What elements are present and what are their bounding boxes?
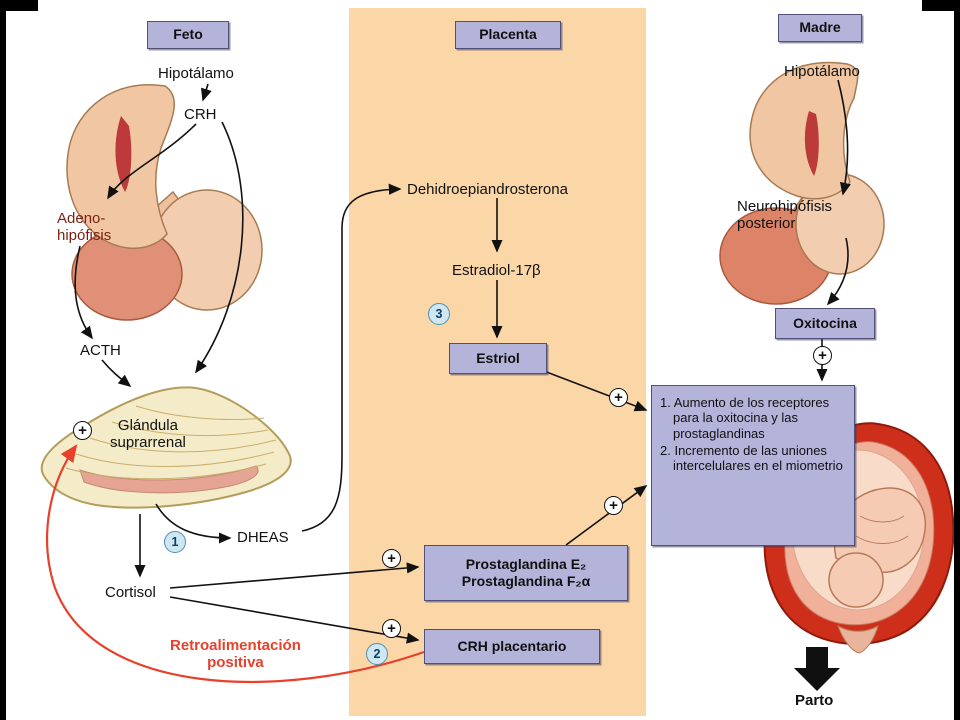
slide-edge-left bbox=[0, 0, 6, 720]
maternal-brain-illustration bbox=[719, 61, 885, 305]
neurohipofisis-label: Neurohipófisis posterior bbox=[737, 198, 833, 233]
oxitocina-box: Oxitocina bbox=[775, 308, 875, 339]
slide-edge-right bbox=[954, 0, 960, 720]
adrenal-ridge bbox=[111, 421, 269, 437]
slide-corner-top-left bbox=[0, 0, 38, 11]
plus-circle-icon: + bbox=[604, 496, 623, 515]
efectos-box: 1. Aumento de los receptores para la oxi… bbox=[651, 385, 855, 546]
crh-placentario-label: CRH placentario bbox=[457, 637, 567, 654]
step-badge-2: 2 bbox=[366, 643, 388, 665]
header-madre: Madre bbox=[778, 14, 862, 42]
step-badge-1: 1 bbox=[164, 531, 186, 553]
adrenal-gland-illustration bbox=[40, 386, 292, 509]
feto-hipotalamo-label: Hipotálamo bbox=[158, 65, 234, 82]
header-placenta-label: Placenta bbox=[479, 26, 537, 43]
estriol-box: Estriol bbox=[449, 343, 547, 374]
hypothalamus bbox=[749, 61, 859, 200]
adrenal-ridge bbox=[135, 405, 265, 420]
acth-label: ACTH bbox=[80, 342, 121, 359]
adenohipofisis-label: Adeno- hipófisis bbox=[57, 210, 112, 245]
cortisol-label: Cortisol bbox=[105, 584, 156, 601]
fetus-limb bbox=[859, 515, 905, 523]
prostaglandina-f2a-label: Prostaglandina F₂α bbox=[461, 573, 591, 589]
hypothalamic-nucleus bbox=[804, 111, 819, 176]
estradiol-label: Estradiol-17β bbox=[452, 262, 541, 279]
header-madre-label: Madre bbox=[799, 19, 841, 36]
fetal-brain-illustration bbox=[66, 84, 263, 321]
slide-corner-top-right bbox=[922, 0, 960, 11]
crh-placentario-box: CRH placentario bbox=[424, 629, 600, 664]
parto-label: Parto bbox=[795, 692, 834, 709]
header-placenta: Placenta bbox=[455, 21, 561, 49]
plus-circle-icon: + bbox=[382, 619, 401, 638]
header-feto-label: Feto bbox=[173, 26, 203, 43]
fetus-head bbox=[828, 552, 884, 608]
retroalimentacion-label: Retroalimentación positiva bbox=[170, 637, 301, 672]
dheas-label: DHEAS bbox=[237, 529, 289, 546]
estriol-label: Estriol bbox=[476, 349, 520, 366]
efecto-item-2: 2. Incremento de las uniones intercelula… bbox=[660, 442, 843, 474]
prostaglandinas-box: Prostaglandina E₂ Prostaglandina F₂α bbox=[424, 545, 628, 601]
plus-circle-icon: + bbox=[382, 549, 401, 568]
fetus-limb bbox=[855, 535, 909, 544]
dehidroepiandrosterona-label: Dehidroepiandrosterona bbox=[407, 181, 568, 198]
oxitocina-label: Oxitocina bbox=[793, 314, 857, 331]
header-feto: Feto bbox=[147, 21, 229, 49]
prostaglandina-e2-label: Prostaglandina E₂ bbox=[465, 555, 587, 572]
glandula-suprarrenal-label: Glándula suprarrenal bbox=[110, 417, 186, 452]
efecto-item-1: 1. Aumento de los receptores para la oxi… bbox=[660, 395, 830, 441]
madre-hipotalamo-label: Hipotálamo bbox=[784, 63, 860, 80]
plus-circle-icon: + bbox=[609, 388, 628, 407]
cervix bbox=[837, 624, 879, 654]
plus-circle-icon: + bbox=[73, 421, 92, 440]
step-badge-3: 3 bbox=[428, 303, 450, 325]
plus-circle-icon: + bbox=[813, 346, 832, 365]
feto-crh-label: CRH bbox=[184, 106, 217, 123]
